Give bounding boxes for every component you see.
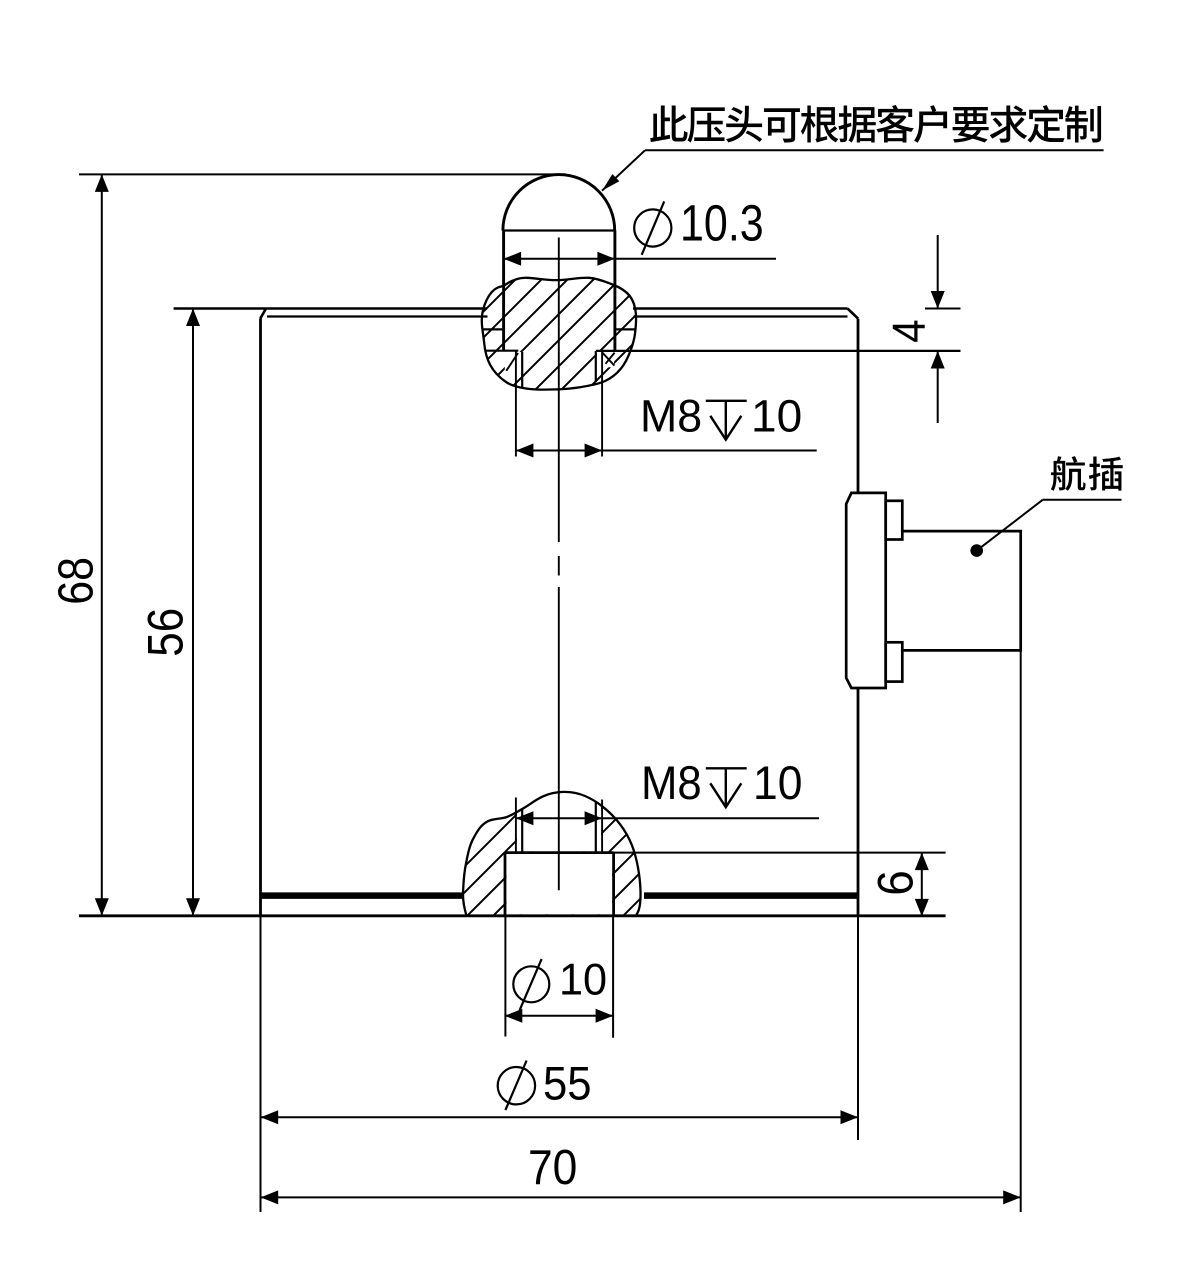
- svg-text:10.3: 10.3: [680, 194, 764, 251]
- svg-text:M8: M8: [640, 390, 702, 442]
- svg-text:M8: M8: [641, 756, 702, 809]
- svg-text:4: 4: [884, 319, 935, 342]
- svg-text:6: 6: [869, 870, 924, 895]
- svg-text:70: 70: [528, 1140, 577, 1195]
- svg-text:10: 10: [559, 955, 607, 1004]
- svg-text:10: 10: [753, 756, 802, 810]
- svg-text:68: 68: [48, 557, 103, 605]
- svg-text:55: 55: [543, 1057, 592, 1110]
- svg-text:10: 10: [751, 390, 802, 442]
- svg-text:56: 56: [137, 608, 193, 657]
